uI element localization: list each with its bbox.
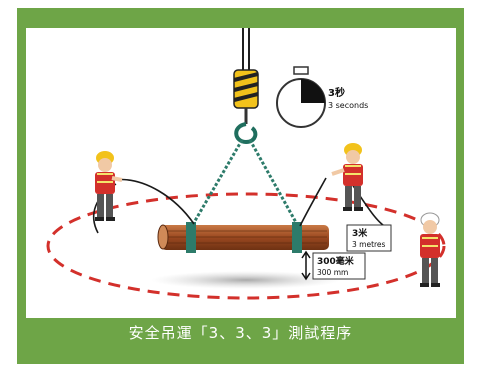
- lifting-chains: [190, 139, 300, 227]
- height-label-cn: 300毫米: [317, 255, 355, 267]
- worker-supervisor: [420, 212, 440, 287]
- worker-right: [331, 143, 363, 211]
- distance-label-box: 3米 3 metres: [346, 224, 392, 252]
- pipe-bundle-load: [157, 222, 329, 253]
- tag-lines: [92, 177, 389, 234]
- distance-label-cn: 3米: [352, 227, 368, 239]
- exclusion-zone-circle: [46, 192, 446, 300]
- height-indicator-arrow: [301, 250, 311, 281]
- height-label-box: 300毫米 300 mm: [312, 252, 366, 280]
- worker-left: [95, 151, 123, 221]
- height-label-en: 300 mm: [317, 268, 348, 277]
- timer-label-cn: 3秒: [328, 86, 345, 99]
- distance-label-en: 3 metres: [352, 240, 386, 249]
- load-shadow: [151, 271, 341, 289]
- crane-hook: [233, 69, 259, 145]
- stopwatch-icon: [276, 66, 326, 128]
- lifting-illustration: 3秒 3 seconds 3米 3 metres 300毫米 300 mm: [46, 28, 446, 300]
- timer-label-en: 3 seconds: [328, 101, 368, 110]
- image-caption: 安全吊運「3、3、3」測試程序: [128, 324, 353, 342]
- illustration-scene: 3秒 3 seconds 3米 3 metres 300毫米 300 mm: [26, 28, 456, 318]
- crane-cables: [242, 28, 250, 70]
